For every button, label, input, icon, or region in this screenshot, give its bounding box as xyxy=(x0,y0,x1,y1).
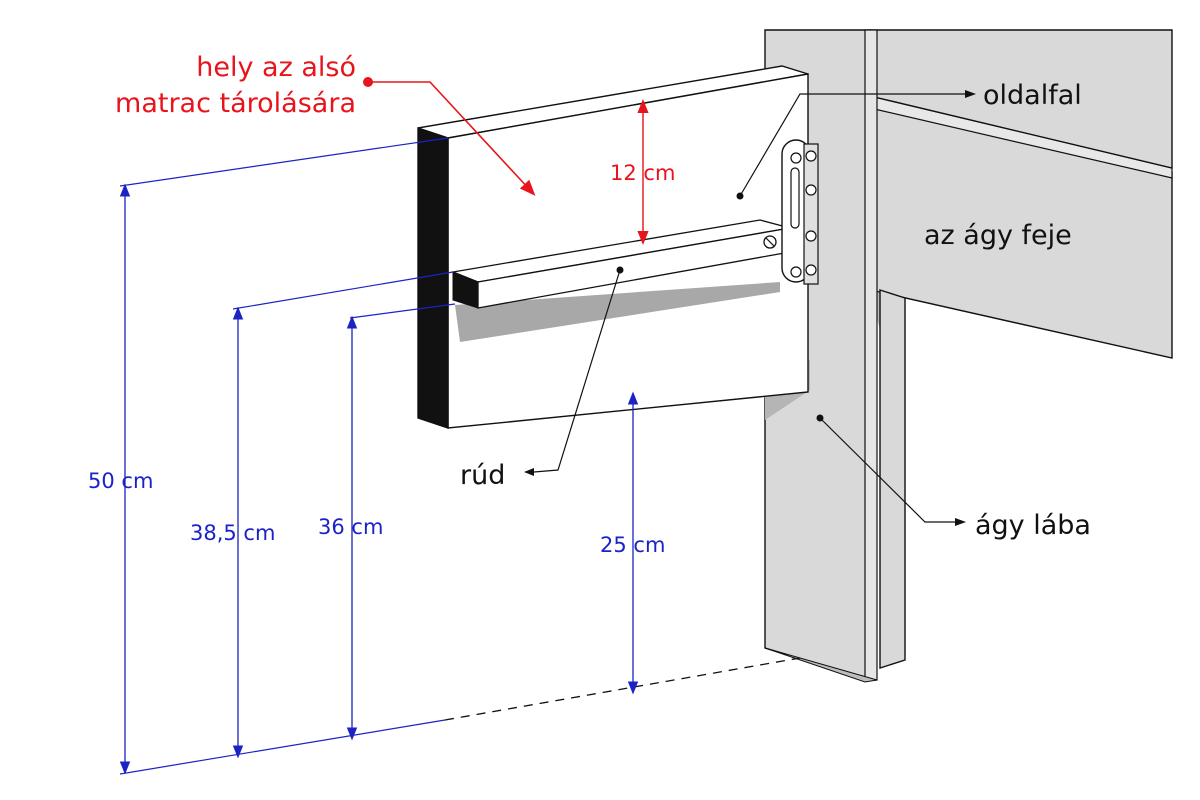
dim-385-label: 38,5 cm xyxy=(190,521,275,545)
bracket-screw-icon xyxy=(805,230,817,242)
side-wall-dot xyxy=(736,192,744,200)
rod-bar xyxy=(450,219,791,342)
rod-arrow-icon xyxy=(524,468,534,476)
leg-arrow-icon xyxy=(955,518,966,526)
floor-dashed-line xyxy=(444,657,801,721)
bracket-screw-icon xyxy=(805,264,817,276)
extension-lines xyxy=(119,137,456,775)
leg-dot xyxy=(816,414,824,422)
storage-label-line2: matrac tárolására xyxy=(115,88,356,119)
bed-leg-label: ágy lába xyxy=(975,510,1091,541)
bracket-screw-icon xyxy=(805,184,817,196)
leader-lines xyxy=(533,93,965,523)
dim-25-label: 25 cm xyxy=(600,533,665,557)
storage-label-line1: hely az alsó xyxy=(196,52,356,83)
metal-bracket xyxy=(781,139,819,285)
dim-50-label: 50 cm xyxy=(88,469,153,493)
dim-36-label: 36 cm xyxy=(318,515,383,539)
headboard-panel xyxy=(869,29,1173,359)
side-wall-label: oldalfal xyxy=(983,80,1082,111)
rod-label: rúd xyxy=(460,460,505,491)
side-wall-arrow-icon xyxy=(965,90,976,98)
storage-pointer-line xyxy=(368,81,536,196)
headboard-label: az ágy feje xyxy=(924,220,1072,251)
dim-12-label: 12 cm xyxy=(610,161,675,185)
bracket-screw-icon xyxy=(790,266,802,278)
bracket-screw-icon xyxy=(805,150,817,162)
rod-dot xyxy=(616,266,624,274)
bracket-screw-icon xyxy=(790,152,802,164)
